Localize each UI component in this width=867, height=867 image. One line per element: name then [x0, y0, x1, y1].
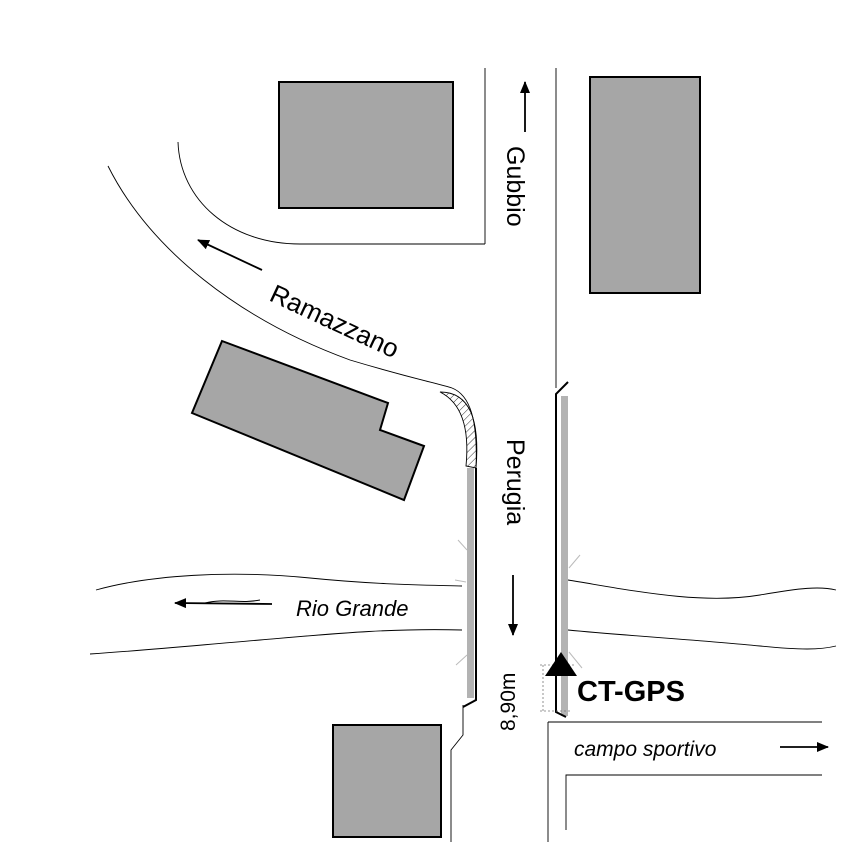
label-ramazzano: Ramazzano — [265, 278, 403, 364]
arrow-icon — [174, 598, 273, 609]
building-l-shaped — [190, 339, 426, 502]
label-measurement: 8,90m — [497, 673, 520, 731]
river-south-bank-west — [89, 629, 463, 655]
west-road-edge-bridge — [462, 468, 477, 708]
corner-curve — [451, 387, 477, 469]
river-north-bank-west — [95, 573, 463, 591]
direction-arrows — [174, 81, 829, 752]
west-railing — [467, 468, 474, 698]
triangle-marker-icon — [545, 652, 577, 676]
east-railing — [561, 396, 568, 716]
campo-road-south-edge — [565, 774, 822, 830]
label-station: CT-GPS — [577, 676, 685, 708]
east-road-edge-bridge — [555, 381, 569, 718]
gubbio-road-corner — [177, 141, 485, 245]
bridge — [439, 381, 583, 718]
buildings — [190, 76, 701, 838]
arrow-icon — [197, 239, 263, 271]
building-north-west — [278, 81, 454, 209]
bridge-end-ticks — [454, 539, 583, 669]
label-perugia: Perugia — [501, 439, 529, 525]
roads — [89, 68, 837, 842]
ramazzano-road-outer — [107, 165, 453, 389]
hatched-wall — [439, 391, 478, 469]
label-rio-grande: Rio Grande — [296, 596, 409, 621]
label-campo-sportivo: campo sportivo — [574, 738, 717, 761]
building-north-east — [589, 76, 701, 294]
main-road-west-lower — [450, 705, 464, 842]
river-south-bank-east — [567, 629, 837, 650]
river-flow-squiggle — [204, 599, 261, 604]
river-north-bank-east — [567, 579, 837, 599]
label-gubbio: Gubbio — [501, 146, 529, 227]
building-south — [332, 724, 442, 838]
